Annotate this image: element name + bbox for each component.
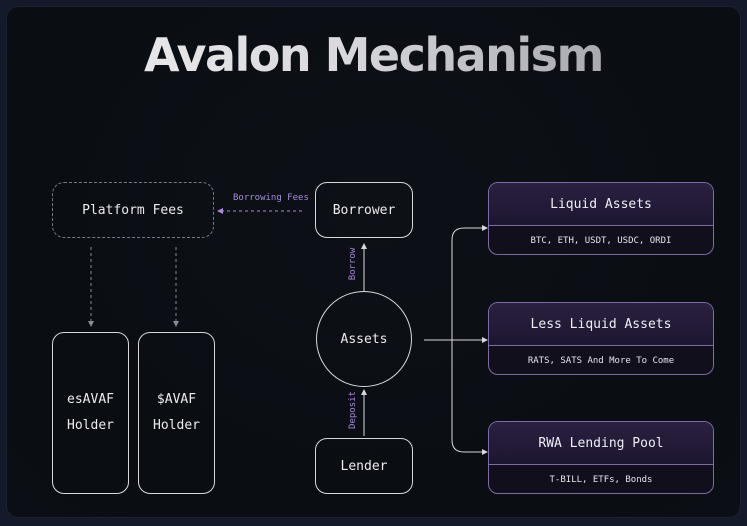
avaf-holder-line2: Holder bbox=[153, 418, 200, 433]
platform-fees-label: Platform Fees bbox=[82, 202, 184, 218]
borrower-label: Borrower bbox=[332, 202, 396, 218]
assets-node: Assets bbox=[316, 291, 412, 387]
esavaf-holder-line1: esAVAF bbox=[67, 392, 114, 407]
borrowing-fees-label: Borrowing Fees bbox=[233, 193, 309, 203]
assets-branch-bracket bbox=[424, 227, 486, 453]
liquid-assets-title: Liquid Assets bbox=[489, 183, 713, 226]
assets-label: Assets bbox=[340, 331, 388, 347]
platform-fees-node: Platform Fees bbox=[52, 182, 214, 238]
rwa-lending-pool-title: RWA Lending Pool bbox=[489, 422, 713, 465]
rwa-lending-pool-items: T-BILL, ETFs, Bonds bbox=[549, 475, 653, 485]
less-liquid-assets-title: Less Liquid Assets bbox=[489, 303, 713, 346]
esavaf-holder-node: esAVAF Holder bbox=[52, 332, 129, 494]
liquid-assets-card: Liquid Assets BTC, ETH, USDT, USDC, ORDI bbox=[488, 182, 714, 255]
esavaf-holder-line2: Holder bbox=[67, 418, 114, 433]
borrower-node: Borrower bbox=[315, 182, 413, 238]
borrow-label: Borrow bbox=[348, 247, 358, 281]
liquid-assets-items: BTC, ETH, USDT, USDC, ORDI bbox=[530, 236, 672, 246]
less-liquid-assets-items: RATS, SATS And More To Come bbox=[527, 356, 675, 366]
rwa-lending-pool-card: RWA Lending Pool T-BILL, ETFs, Bonds bbox=[488, 421, 714, 494]
page-title: Avalon Mechanism bbox=[0, 28, 747, 82]
less-liquid-assets-card: Less Liquid Assets RATS, SATS And More T… bbox=[488, 302, 714, 375]
lender-node: Lender bbox=[315, 438, 413, 494]
avaf-holder-node: $AVAF Holder bbox=[138, 332, 215, 494]
deposit-label: Deposit bbox=[348, 391, 358, 429]
lender-label: Lender bbox=[340, 458, 388, 474]
avaf-holder-line1: $AVAF bbox=[156, 392, 197, 407]
